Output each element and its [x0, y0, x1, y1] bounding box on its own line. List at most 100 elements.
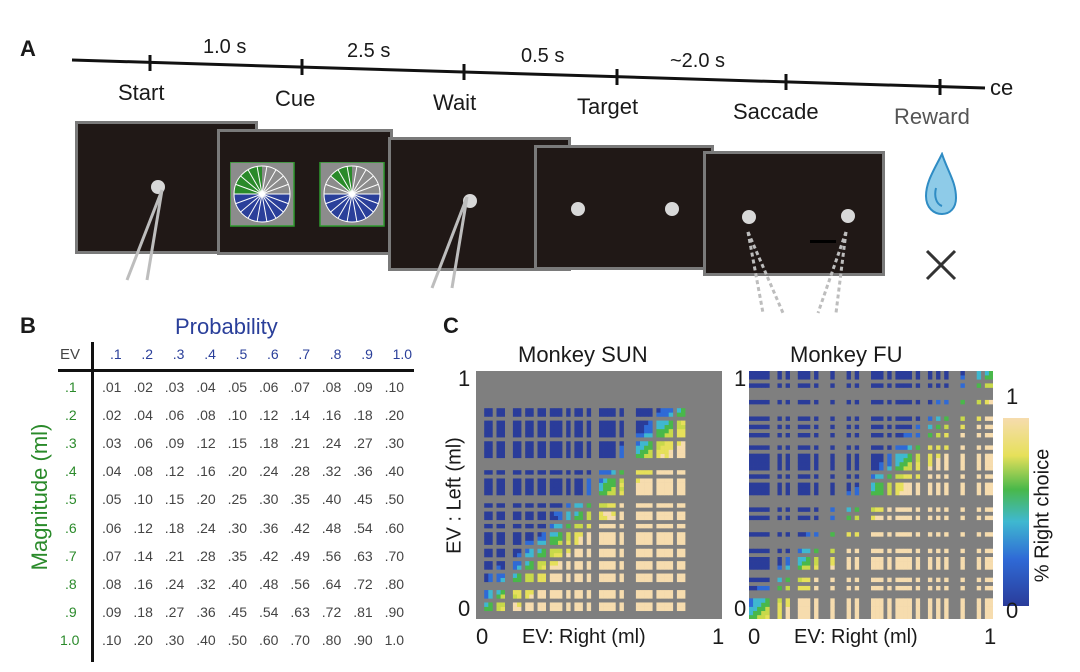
ev-cell: .10	[133, 491, 153, 508]
ev-cell: .45	[353, 491, 373, 508]
cue-stimuli	[230, 162, 385, 227]
ev-cell: .16	[196, 463, 216, 480]
ev-cell: .20	[133, 631, 153, 648]
ev-corner-label: EV	[60, 346, 81, 363]
no-reward-x-icon	[925, 249, 957, 281]
panel-a-letter: A	[20, 36, 36, 61]
water-drop-icon	[924, 152, 958, 216]
colorbar-label: % Right choice	[1031, 448, 1054, 583]
x-axis-max-sun: 1	[712, 624, 725, 649]
ev-cell: .08	[102, 575, 122, 592]
ev-cell: .07	[102, 547, 122, 564]
heatmap-cells	[749, 371, 993, 619]
ev-cell: .12	[133, 519, 153, 536]
ev-cell: .49	[290, 547, 310, 564]
ev-cell: .36	[259, 519, 279, 536]
screen-saccade	[703, 151, 885, 276]
ev-cell: .03	[164, 379, 185, 395]
prob-header: .9	[361, 346, 373, 362]
ev-cell: .21	[164, 547, 185, 564]
ev-cell: .70	[384, 547, 405, 564]
event-saccade: Saccade	[733, 99, 819, 124]
ev-cell: .63	[353, 547, 373, 564]
ev-cell: .54	[353, 519, 373, 536]
ev-cell: .72	[321, 603, 342, 620]
event-wait: Wait	[433, 90, 477, 115]
ev-cell: .28	[196, 547, 216, 564]
ev-cell: .80	[321, 631, 342, 648]
ev-cell: .01	[102, 379, 122, 395]
ev-cell: .28	[290, 463, 310, 480]
panel-c-letter: C	[443, 313, 459, 338]
y-axis-max-fu: 1	[734, 366, 747, 391]
ev-cell: .06	[102, 519, 122, 536]
ev-cell: .07	[290, 379, 310, 395]
heatmap-title-fu: Monkey FU	[790, 342, 903, 367]
ev-cell: .90	[353, 631, 373, 648]
mag-header: .8	[65, 575, 77, 592]
ev-cell: .50	[384, 491, 405, 508]
x-axis-label-fu: EV: Right (ml)	[794, 626, 918, 648]
ev-cell: .36	[353, 463, 373, 480]
timeline-end-label: ce	[990, 75, 1014, 100]
ev-cell: .09	[102, 603, 122, 620]
mag-header: .2	[65, 407, 77, 424]
ev-cell: .18	[353, 407, 373, 424]
x-axis-max-fu: 1	[984, 624, 997, 649]
ev-cell: .27	[353, 435, 373, 452]
colorbar	[1003, 418, 1029, 606]
target-dot-left	[742, 210, 756, 224]
ev-cell: .18	[164, 519, 185, 536]
ev-cell: .30	[384, 435, 405, 452]
gaze-lines	[125, 189, 848, 314]
ev-cell: .60	[259, 631, 279, 648]
ev-cell: .09	[164, 435, 185, 452]
mag-header: .7	[65, 547, 77, 564]
ev-cell: .05	[102, 491, 122, 508]
ev-cell: .12	[164, 463, 185, 480]
ev-cell: .15	[164, 491, 185, 508]
ev-cell: .56	[321, 547, 342, 564]
ev-cell: .40	[384, 463, 405, 480]
ev-cell: .70	[290, 631, 310, 648]
ev-cell: .15	[227, 435, 248, 452]
ev-cell: .04	[102, 463, 122, 480]
target-dot-right	[665, 202, 679, 216]
ev-cell: .08	[321, 379, 342, 395]
ev-cell: .24	[259, 463, 279, 480]
y-axis-min-fu: 0	[734, 596, 747, 621]
ev-cell: .06	[164, 407, 185, 424]
target-dot-left	[571, 202, 585, 216]
ev-cell: .35	[290, 491, 310, 508]
colorbar-min: 0	[1006, 598, 1019, 623]
ev-cell: .40	[196, 631, 216, 648]
ev-cell: 1.0	[384, 631, 405, 648]
ev-cell: .64	[321, 575, 342, 592]
ev-cell: .12	[196, 435, 216, 452]
heatmap-fu	[749, 371, 993, 619]
ev-cell: .18	[133, 603, 153, 620]
ev-cell: .20	[227, 463, 248, 480]
ev-cell: .10	[102, 631, 122, 648]
ev-cell: .24	[164, 575, 185, 592]
cue-right-pie	[319, 162, 385, 227]
ev-cell: .32	[196, 575, 216, 592]
target-dot-right	[841, 209, 855, 223]
ev-cell: .02	[133, 379, 153, 395]
ev-cell: .04	[133, 407, 153, 424]
ev-cell: .30	[164, 631, 185, 648]
ev-cell: .50	[227, 631, 248, 648]
event-start: Start	[118, 80, 165, 105]
probability-label: Probability	[175, 314, 278, 339]
ev-cell: .03	[102, 435, 122, 452]
prob-header: .1	[110, 346, 122, 362]
heatmap-cells	[484, 408, 686, 612]
ev-cell: .42	[290, 519, 310, 536]
x-axis-label-sun: EV: Right (ml)	[522, 626, 646, 648]
cue-left-pie	[230, 162, 295, 227]
prob-header: .4	[204, 346, 216, 362]
ev-cell: .48	[321, 519, 342, 536]
ev-cell: .35	[227, 547, 248, 564]
ev-cell: .14	[290, 407, 310, 424]
ev-cell: .06	[259, 379, 279, 395]
